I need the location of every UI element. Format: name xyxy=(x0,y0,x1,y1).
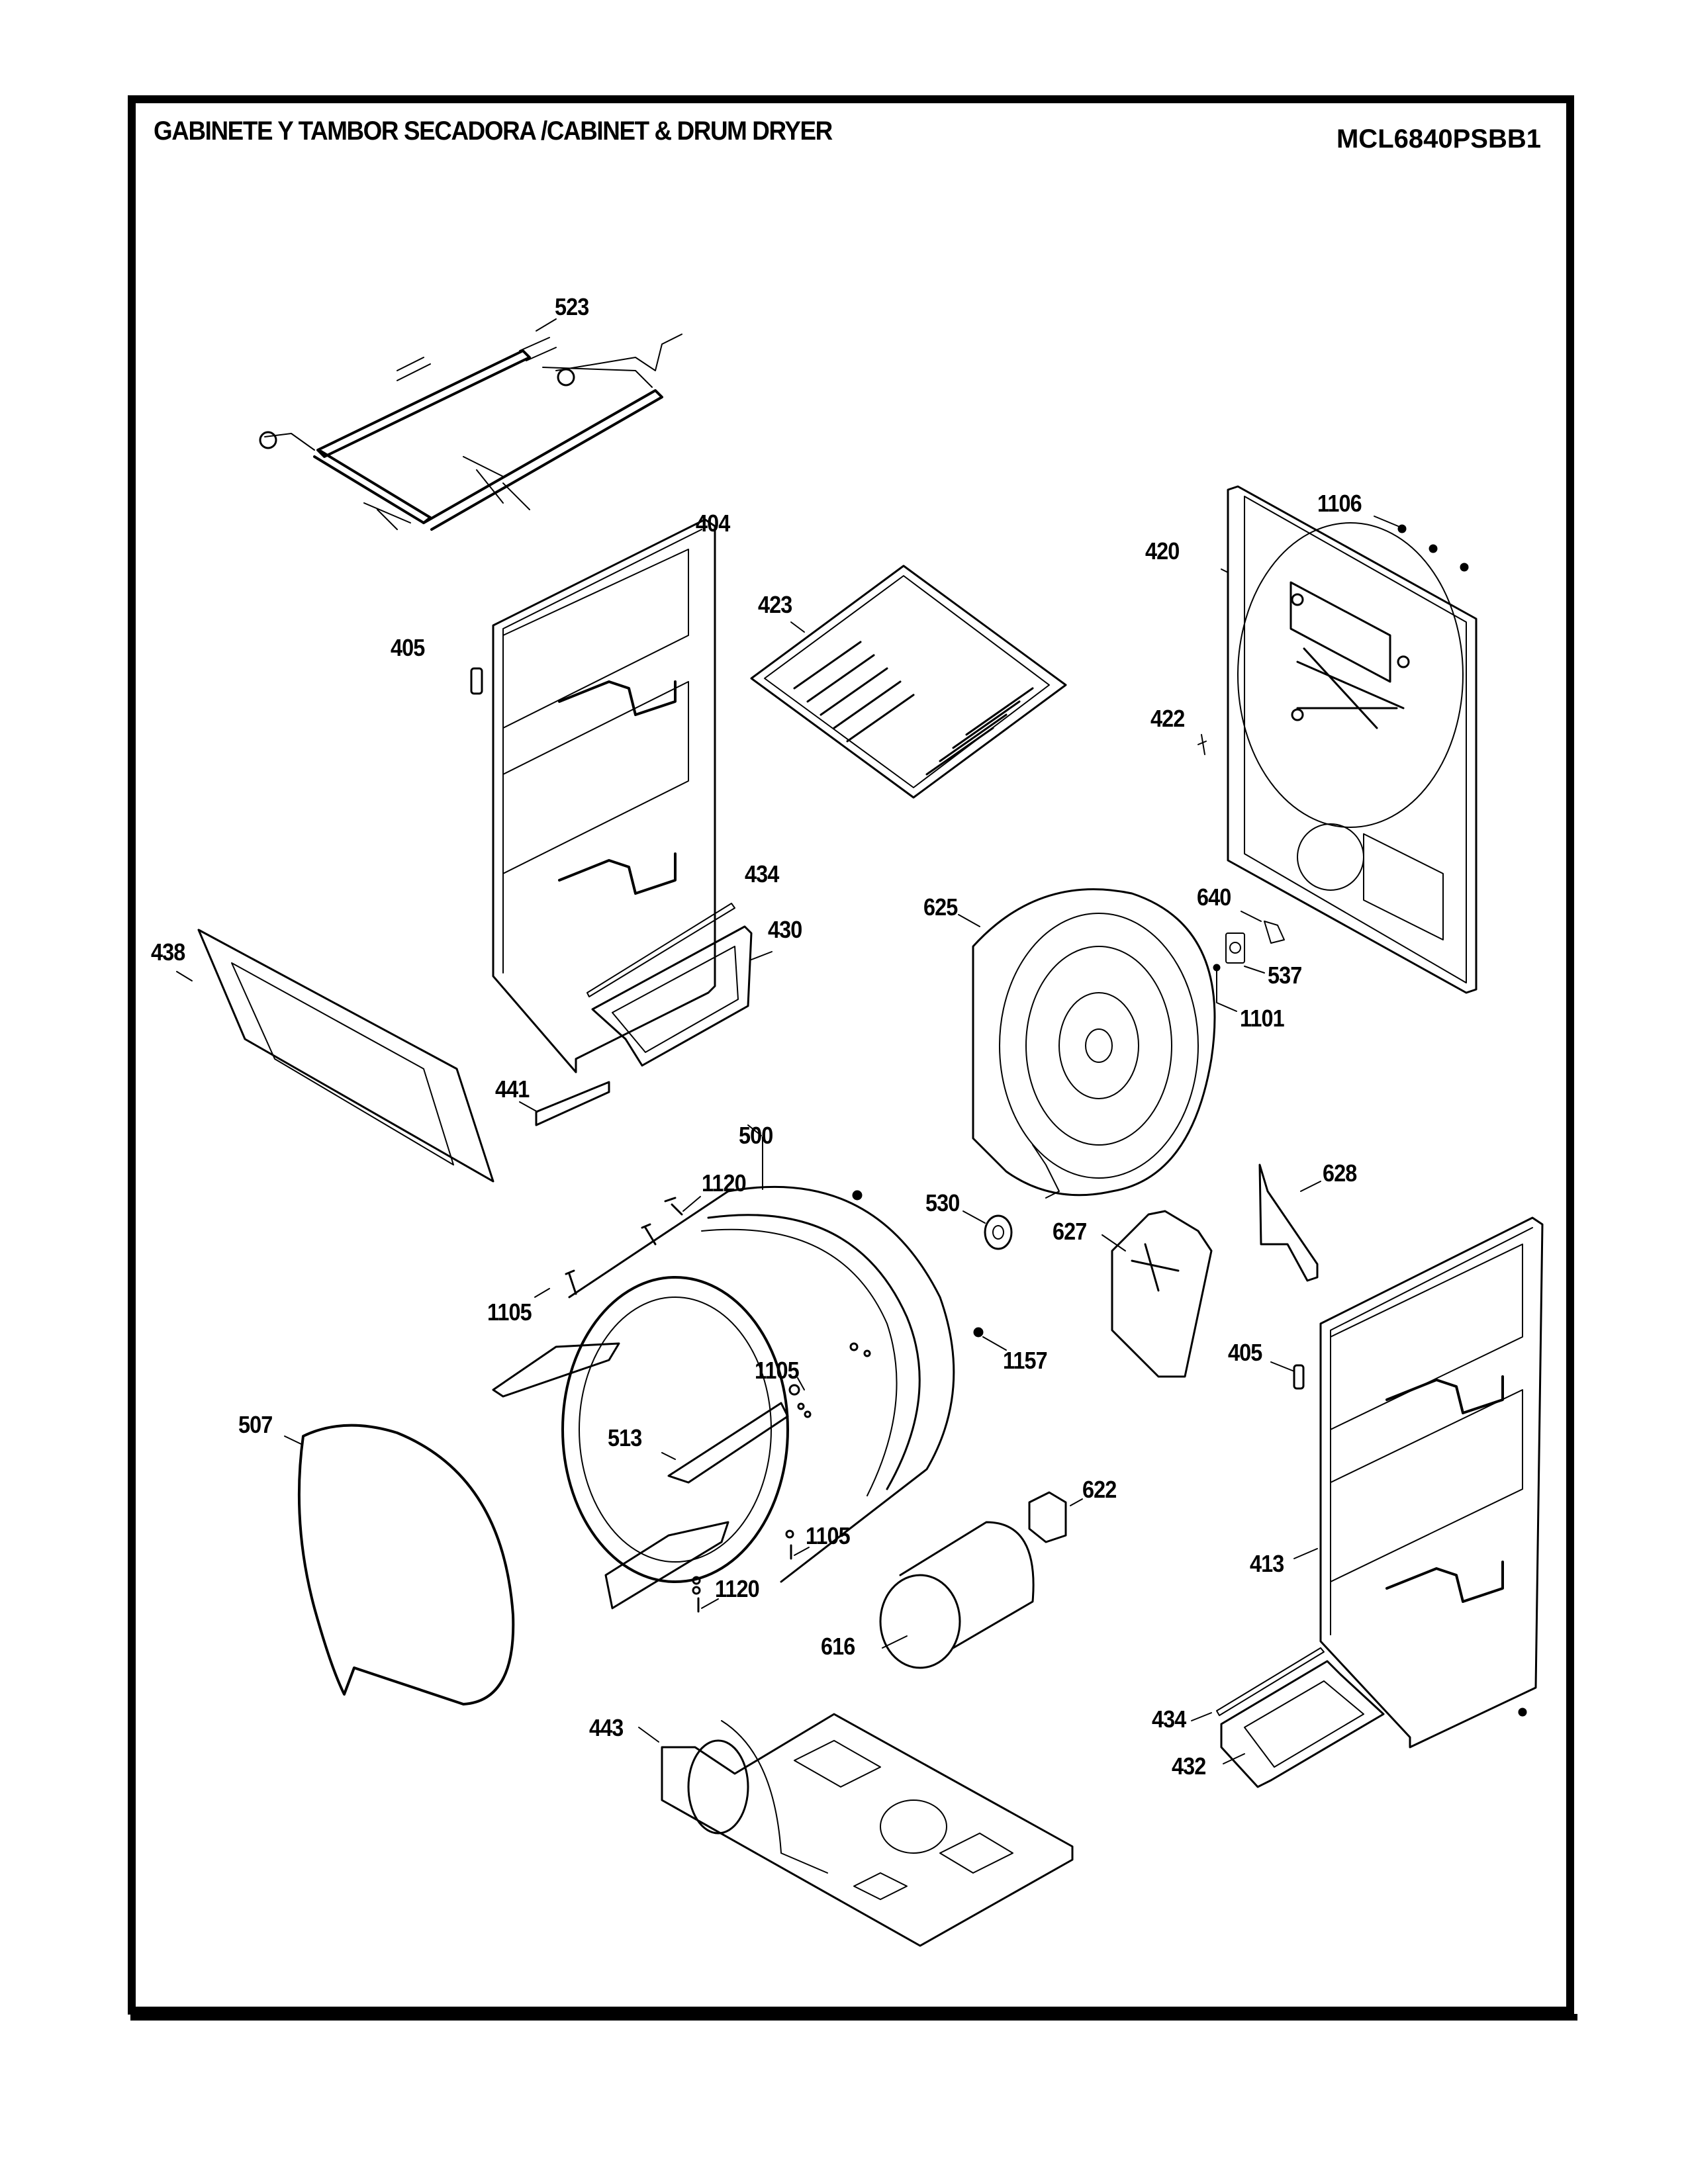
callout-434-right[interactable]: 434 xyxy=(1152,1706,1186,1733)
part-422-clip[interactable] xyxy=(1197,734,1207,755)
page-title: GABINETE Y TAMBOR SECADORA /CABINET & DR… xyxy=(154,116,833,146)
part-1106-screws[interactable] xyxy=(1374,516,1469,572)
part-434-left-strip[interactable] xyxy=(586,903,735,997)
part-405-left-clip[interactable] xyxy=(470,667,483,695)
drum-front-ring xyxy=(561,1276,789,1583)
part-640-bracket[interactable] xyxy=(1241,911,1285,944)
callout-523[interactable]: 523 xyxy=(555,293,589,320)
callout-405[interactable]: 405 xyxy=(391,634,425,661)
callout-507[interactable]: 507 xyxy=(238,1411,273,1438)
part-500-drum[interactable] xyxy=(568,1124,955,1583)
part-443-base[interactable] xyxy=(638,1713,1074,1947)
callout-441[interactable]: 441 xyxy=(495,1075,530,1103)
part-420-rear-panel[interactable] xyxy=(1221,485,1477,994)
part-530-drum-bearing[interactable] xyxy=(962,1210,1013,1250)
part-404-left-side-panel[interactable] xyxy=(492,518,716,1073)
callout-625[interactable]: 625 xyxy=(923,893,958,921)
callout-1105-drum[interactable]: 1105 xyxy=(755,1357,800,1384)
callout-513[interactable]: 513 xyxy=(608,1424,642,1451)
part-1101-screw[interactable] xyxy=(1213,964,1237,1012)
part-537-thermostat[interactable] xyxy=(1225,933,1265,974)
callout-404[interactable]: 404 xyxy=(696,510,730,537)
callout-438[interactable]: 438 xyxy=(151,938,185,966)
part-523-wire-harness[interactable] xyxy=(259,318,682,531)
callout-430[interactable]: 430 xyxy=(768,916,802,943)
part-430-left-base-bracket[interactable] xyxy=(591,925,773,1067)
callout-1106[interactable]: 1106 xyxy=(1317,490,1362,517)
part-622-switch[interactable] xyxy=(1028,1491,1083,1543)
callout-1105[interactable]: 1105 xyxy=(487,1298,532,1326)
model-number: MCL6840PSBB1 xyxy=(1336,124,1541,154)
part-627-duct[interactable] xyxy=(1102,1210,1213,1378)
part-1105-bottom-screw[interactable] xyxy=(785,1529,810,1560)
callout-500[interactable]: 500 xyxy=(739,1122,773,1149)
part-1120-screw[interactable] xyxy=(664,1196,701,1216)
callout-423[interactable]: 423 xyxy=(758,591,792,618)
part-438-front-toe-panel[interactable] xyxy=(176,929,494,1183)
part-423-top-panel[interactable] xyxy=(750,565,1067,799)
callout-628[interactable]: 628 xyxy=(1323,1160,1357,1187)
part-628-motor-bracket[interactable] xyxy=(1258,1163,1321,1282)
part-413-right-side-panel[interactable] xyxy=(1293,1216,1544,1749)
callout-1157[interactable]: 1157 xyxy=(1003,1347,1048,1374)
callout-537[interactable]: 537 xyxy=(1268,962,1302,989)
callout-443[interactable]: 443 xyxy=(589,1714,624,1741)
callout-627[interactable]: 627 xyxy=(1053,1218,1087,1245)
callout-622[interactable]: 622 xyxy=(1082,1476,1117,1503)
part-625-blower-housing[interactable] xyxy=(958,888,1216,1199)
callout-413[interactable]: 413 xyxy=(1250,1550,1284,1577)
callout-420[interactable]: 420 xyxy=(1145,537,1180,565)
callout-640[interactable]: 640 xyxy=(1197,884,1231,911)
part-1105-screw[interactable] xyxy=(534,1223,657,1298)
diagram-frame xyxy=(128,95,1574,2015)
callout-530[interactable]: 530 xyxy=(925,1189,960,1216)
part-616-motor[interactable] xyxy=(879,1521,1035,1669)
part-507-drum-seal[interactable] xyxy=(284,1424,515,1706)
part-1157-screw[interactable] xyxy=(973,1327,1007,1351)
callout-1105-bottom[interactable]: 1105 xyxy=(806,1522,851,1549)
part-1120-bottom-screw[interactable] xyxy=(692,1576,719,1613)
part-432-right-base-bracket[interactable] xyxy=(1220,1660,1385,1788)
part-513-baffle[interactable] xyxy=(492,1342,789,1610)
callout-1120-bottom[interactable]: 1120 xyxy=(715,1575,760,1602)
part-441-bracket[interactable] xyxy=(519,1081,610,1126)
callout-405-right[interactable]: 405 xyxy=(1228,1339,1262,1366)
callout-422[interactable]: 422 xyxy=(1150,705,1185,732)
callout-1120[interactable]: 1120 xyxy=(702,1169,747,1197)
callout-434[interactable]: 434 xyxy=(745,860,779,887)
part-434-right-strip[interactable] xyxy=(1191,1647,1325,1721)
part-405-right-clip[interactable] xyxy=(1270,1361,1305,1390)
callout-616[interactable]: 616 xyxy=(821,1633,855,1660)
callout-1101[interactable]: 1101 xyxy=(1240,1005,1285,1032)
part-1105-drum-screws[interactable] xyxy=(788,1342,871,1418)
callout-432[interactable]: 432 xyxy=(1172,1752,1206,1780)
frame-shadow xyxy=(130,2014,1577,2021)
